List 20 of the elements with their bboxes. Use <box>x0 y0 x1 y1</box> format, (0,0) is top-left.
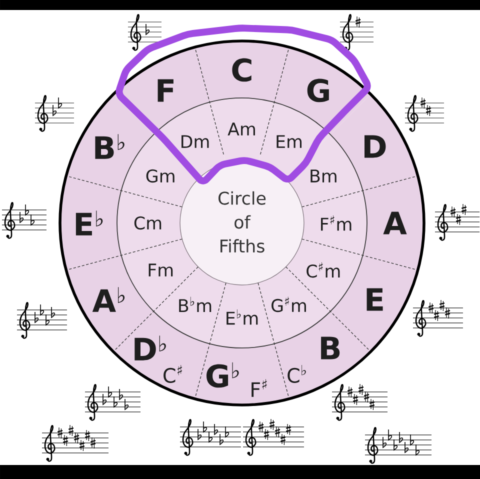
node-label: A <box>383 212 407 234</box>
key-sector: Am <box>210 98 274 164</box>
key-sector: E$^{♭}$ <box>60 176 122 270</box>
node-label: F <box>158 79 174 102</box>
node-label: F$^{♯}$m <box>321 215 352 231</box>
node-label: E$^{♭}$ <box>76 210 103 236</box>
node-label: E <box>366 288 383 311</box>
node-label: C$^{♭}$ <box>288 364 306 383</box>
key-sector: A <box>362 176 424 270</box>
node-label: D <box>364 135 386 158</box>
node-label: G <box>307 78 329 102</box>
node-label: C <box>232 58 252 82</box>
node-label: Am <box>228 122 255 136</box>
node-label: C$^{♯}$ <box>164 364 182 383</box>
key-sector: C <box>194 41 290 102</box>
key-sector: F$^{♯}$m <box>302 190 367 256</box>
key-sector: Cm <box>117 190 182 256</box>
node-label: F$^{♯}$ <box>252 379 267 397</box>
node-label: Cm <box>134 216 162 230</box>
node-label: E$^{♭}$m <box>226 309 258 325</box>
